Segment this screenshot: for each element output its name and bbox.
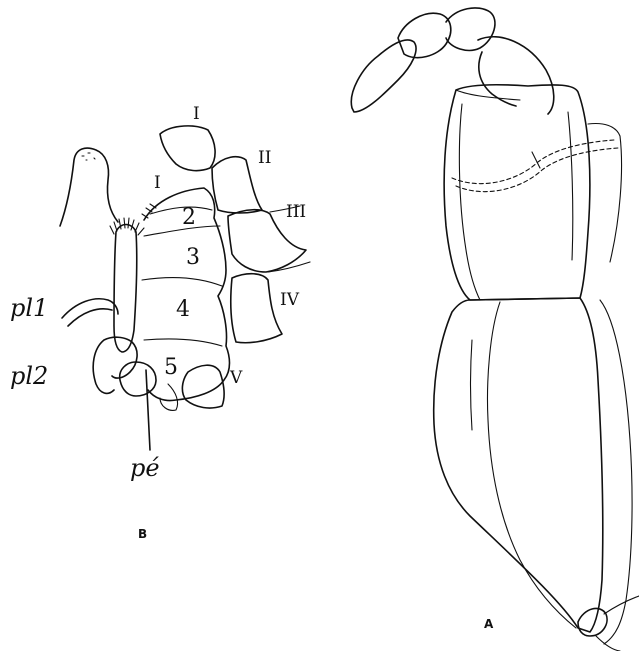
limb-lower-block-inner-edge — [488, 302, 577, 628]
limb-base-knob — [578, 608, 607, 636]
label-segment-2: 2 — [182, 205, 196, 230]
label-segment-3: 3 — [186, 245, 200, 270]
limb-distal-claw — [351, 40, 416, 112]
stalk-bristles — [110, 218, 144, 235]
plate-I — [160, 126, 215, 171]
limb-lower-dash — [471, 340, 473, 430]
label-roman-I: I — [193, 104, 200, 124]
panel-label-a: A — [484, 617, 494, 631]
label-roman-II: II — [258, 148, 271, 168]
limb-joint-segment-2 — [446, 8, 495, 50]
label-segment-4: 4 — [176, 297, 190, 322]
central-stalk — [114, 225, 137, 353]
plate-IV — [231, 274, 282, 343]
label-roman-IV: IV — [280, 290, 300, 310]
label-segment-I: I — [154, 173, 161, 193]
label-roman-III: III — [286, 202, 306, 222]
pe-pointer-line — [146, 370, 150, 450]
pleopod-1-lines — [62, 299, 118, 326]
label-roman-V: V — [229, 368, 243, 388]
plate-bristles — [142, 204, 156, 218]
limb-curved-segment — [478, 37, 554, 114]
panel-b-appendage-drawing — [60, 126, 310, 450]
label-segment-5: 5 — [164, 355, 178, 380]
panel-a-limb-drawing — [351, 8, 639, 651]
segment-divider-1-2 — [150, 207, 212, 214]
limb-upper-block-inner-edge — [459, 104, 480, 300]
label-pl2: pl2 — [10, 362, 48, 390]
limb-joint-segment-1 — [398, 13, 451, 57]
limb-upper-block-rim — [456, 90, 573, 260]
limb-lower-block — [434, 298, 603, 632]
limb-right-edge-upper — [588, 124, 622, 263]
pe-structure — [120, 362, 156, 396]
plate-V-lower — [160, 384, 178, 410]
segment-divider-3-4 — [142, 278, 222, 286]
club-process — [60, 148, 118, 226]
limb-dashed-canal-2 — [456, 148, 618, 192]
label-pl1: pl1 — [10, 294, 48, 322]
plate-II — [212, 157, 262, 213]
panel-label-b: B — [138, 527, 147, 541]
limb-right-edge-lower — [600, 300, 632, 644]
club-process-tip-stipple — [82, 153, 95, 160]
limb-base-line — [596, 596, 639, 651]
label-pe: pé — [130, 454, 160, 482]
segment-divider-4-5 — [144, 339, 222, 346]
